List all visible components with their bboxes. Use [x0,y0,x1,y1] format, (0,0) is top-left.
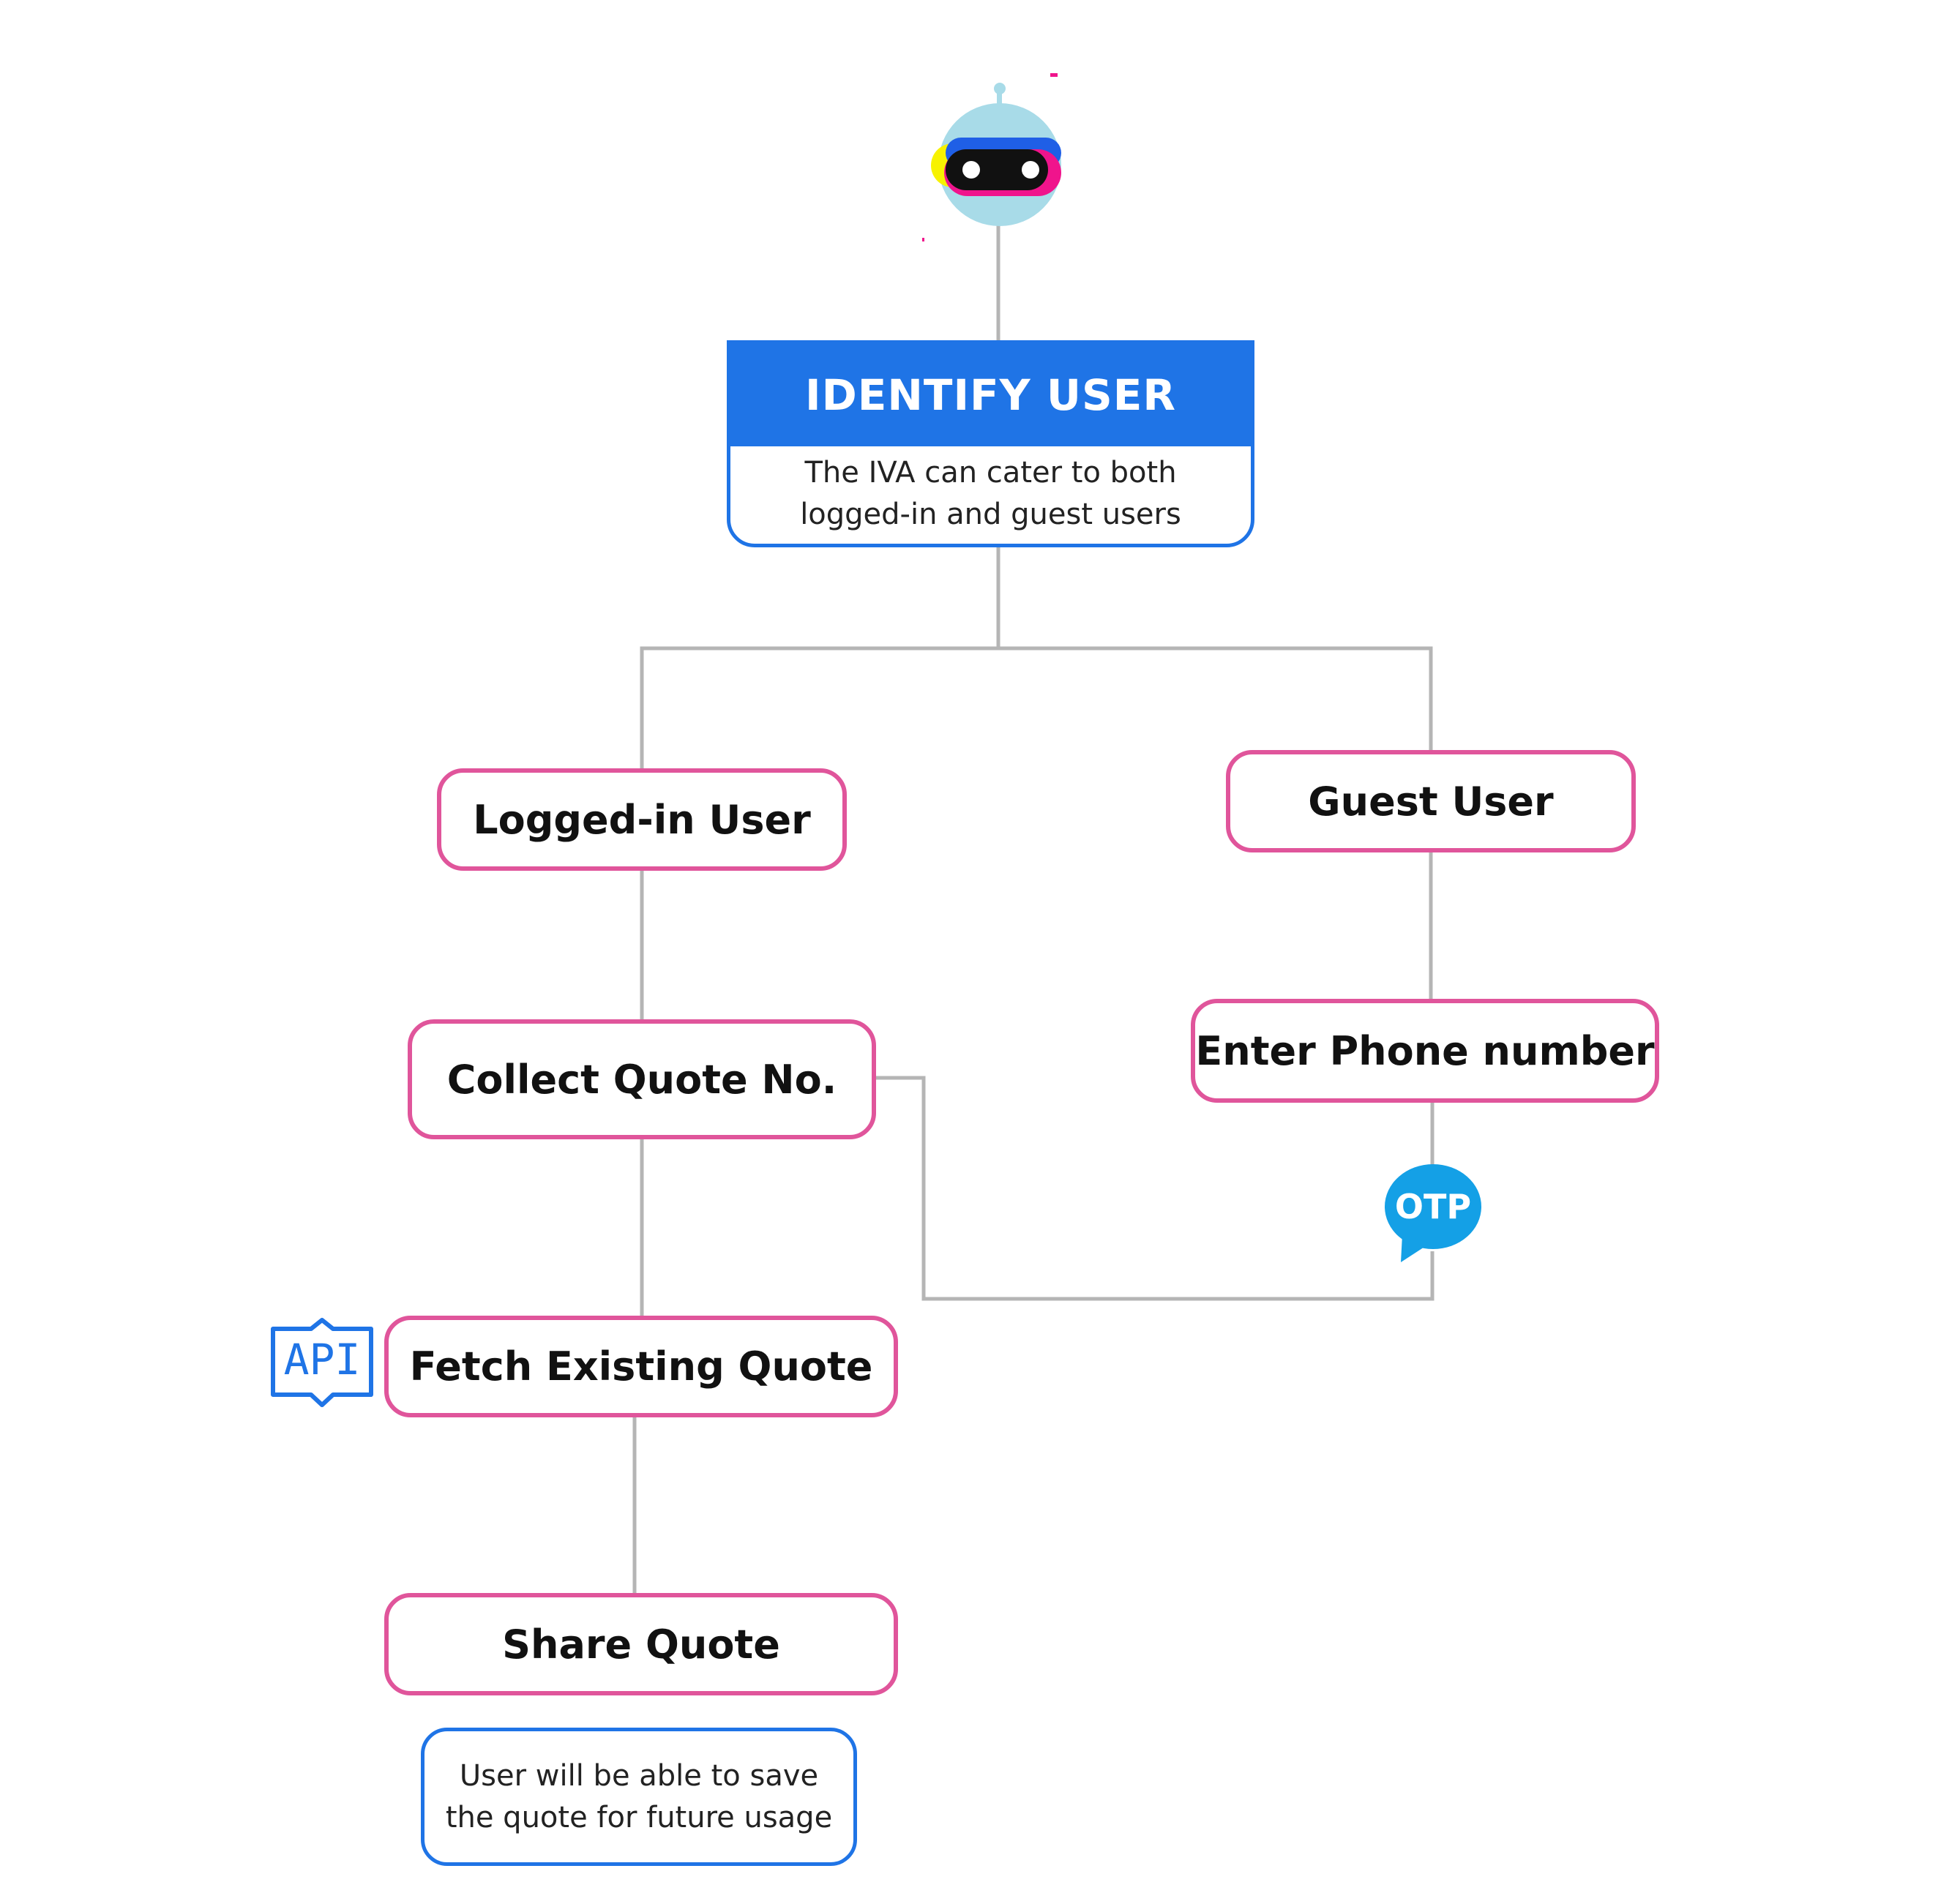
node-enter-phone-number: Enter Phone number [1191,999,1659,1103]
node-fetch-existing-quote: Fetch Existing Quote [384,1316,898,1417]
otp-chat-bubble-icon: OTP [1385,1164,1481,1262]
robot-avatar-icon [922,73,1061,241]
node-logged-in-user: Logged-in User [437,768,847,871]
identify-user-description: The IVA can cater to both logged-in and … [800,456,1181,531]
save-quote-note: User will be able to save the quote for … [421,1728,857,1866]
identify-user-card: IDENTIFY USER The IVA can cater to both … [727,340,1254,547]
node-collect-quote-no: Collect Quote No. [408,1019,876,1139]
api-icon: API [271,1318,373,1407]
node-guest-user: Guest User [1226,750,1636,852]
node-share-quote: Share Quote [384,1593,898,1695]
connector-branch-to-logged-in [640,646,998,768]
otp-label: OTP [1395,1187,1471,1226]
identify-user-title: IDENTIFY USER [730,344,1251,446]
connector-branch-to-guest [998,646,1433,750]
api-label: API [284,1335,361,1384]
connector-otp-to-collect [876,1076,1435,1301]
